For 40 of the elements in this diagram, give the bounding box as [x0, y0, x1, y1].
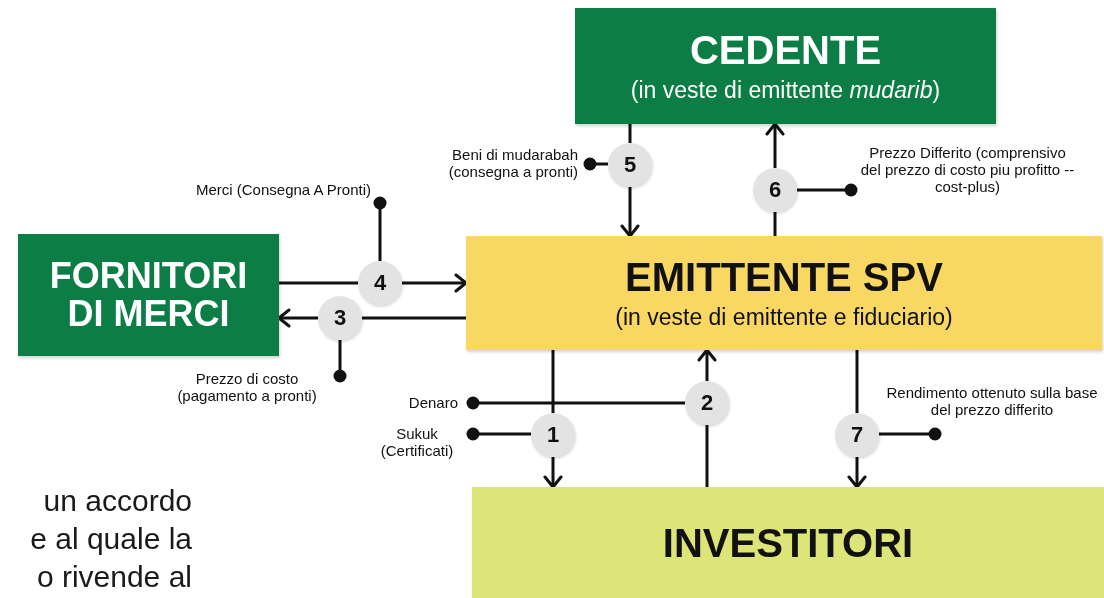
- box-subtitle: (in veste di emittente mudarib): [630, 76, 941, 104]
- step-number-circle: 7: [835, 413, 879, 457]
- step-number-circle: 1: [531, 413, 575, 457]
- step-number-circle: 3: [318, 296, 362, 340]
- leader-line: [333, 340, 347, 383]
- step-number-circle: 2: [685, 381, 729, 425]
- box-title: EMITTENTE SPV: [625, 255, 943, 298]
- flow-note: Denaro: [380, 394, 458, 411]
- party-box: [466, 236, 1102, 350]
- leader-line: [879, 427, 942, 441]
- flow-note: Rendimento ottenuto sulla base del prezzo differito: [880, 384, 1104, 418]
- flow-arrow: [402, 273, 468, 293]
- flow-note: Beni di mudarabah (consegna a pronti): [405, 146, 578, 180]
- leader-line: [373, 196, 387, 261]
- step-number-circle: 4: [358, 261, 402, 305]
- box-title: CEDENTE: [689, 28, 882, 71]
- party-box: [472, 487, 1104, 598]
- flow-arrow: [543, 457, 563, 489]
- leader-line: [466, 396, 685, 410]
- flow-arrow: [765, 122, 785, 168]
- flow-arrow: [620, 187, 640, 238]
- flow-note: Merci (Consegna A Pronti): [195, 181, 372, 198]
- flow-note: Sukuk (Certificati): [372, 425, 462, 459]
- box-subtitle: (in veste di emittente e fiduciario): [615, 303, 953, 331]
- leader-line: [583, 157, 608, 171]
- box-title: FORNITORI DI MERCI: [48, 257, 249, 333]
- flow-note: Prezzo di costo (pagamento a pronti): [157, 370, 337, 404]
- leader-line: [797, 183, 858, 197]
- paragraph-text: e al quale la: [30, 522, 192, 556]
- leader-line: [466, 427, 531, 441]
- flow-arrow: [847, 457, 867, 489]
- party-box: [575, 8, 996, 124]
- step-number-circle: 5: [608, 143, 652, 187]
- step-number-circle: 6: [753, 168, 797, 212]
- flow-arrow: [697, 348, 717, 381]
- paragraph-text: un accordo: [43, 484, 192, 518]
- box-title: INVESTITORI: [662, 521, 914, 564]
- flow-note: Prezzo Differito (comprensivo del prezzo di costo piu profitto -- cost-plus): [860, 144, 1075, 195]
- paragraph-text: o rivende al: [36, 560, 192, 594]
- party-box: [18, 234, 279, 356]
